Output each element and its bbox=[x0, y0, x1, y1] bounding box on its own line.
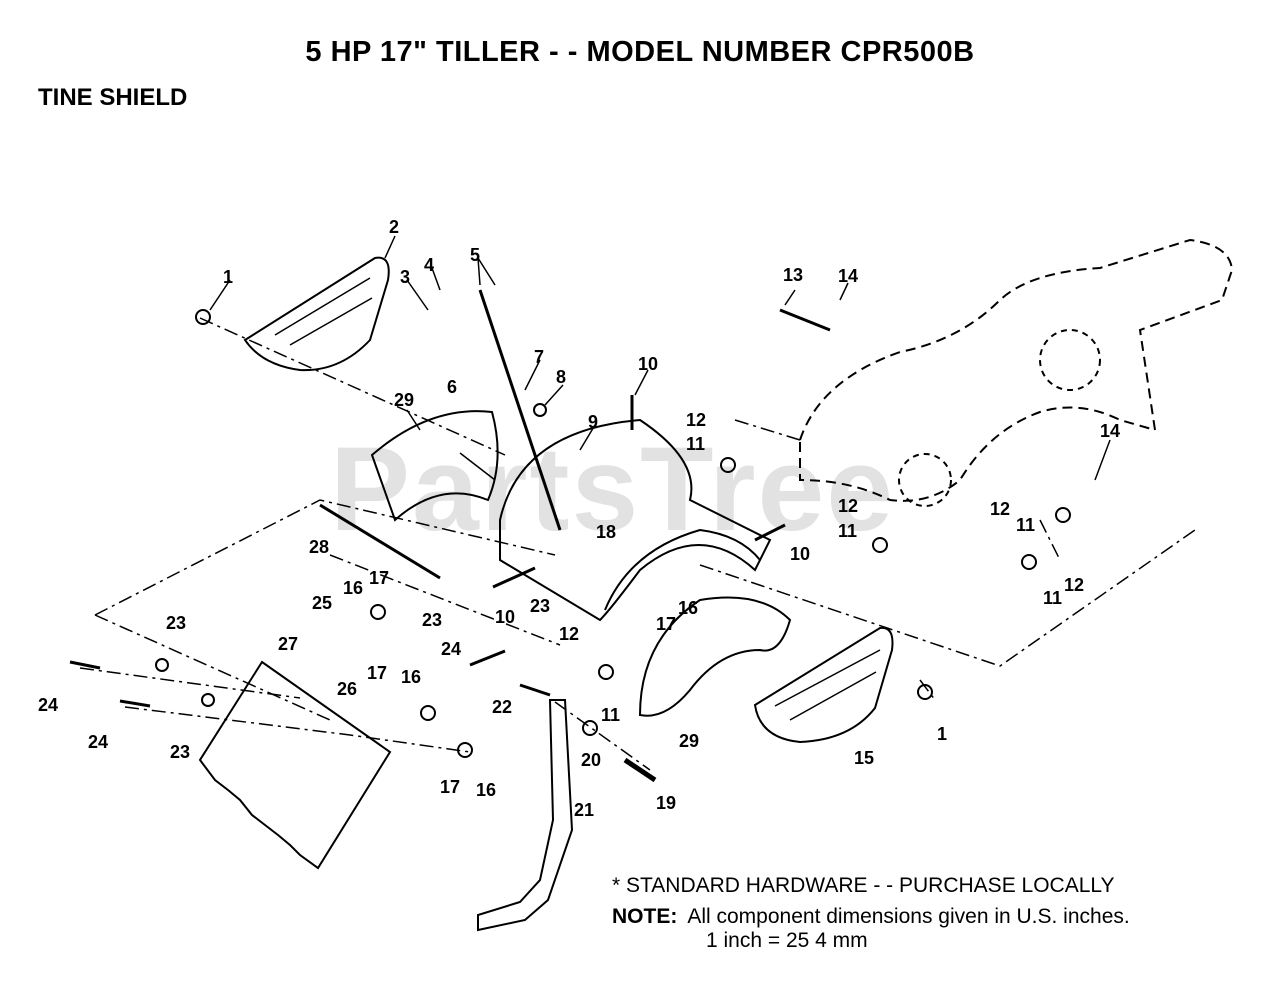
callout-7: 7 bbox=[534, 347, 544, 367]
flap-left bbox=[370, 410, 499, 522]
callout-15: 15 bbox=[854, 748, 874, 768]
callout-21: 21 bbox=[574, 800, 594, 820]
callout-11e: 11 bbox=[601, 705, 620, 725]
standard-hardware-note: * STANDARD HARDWARE - - PURCHASE LOCALLY bbox=[612, 874, 1115, 897]
callout-9: 9 bbox=[588, 412, 598, 432]
callout-12c: 12 bbox=[990, 499, 1010, 519]
note-text: All component dimensions given in U.S. i… bbox=[687, 905, 1130, 928]
callout-10a: 10 bbox=[638, 354, 658, 374]
callout-10c: 10 bbox=[495, 607, 515, 627]
callout-12d: 12 bbox=[1064, 575, 1084, 595]
callout-16a: 16 bbox=[343, 578, 363, 598]
callout-11d: 11 bbox=[1043, 588, 1062, 608]
callout-24a: 24 bbox=[38, 695, 58, 715]
callout-18: 18 bbox=[596, 522, 616, 542]
dimension-note: NOTE: All component dimensions given in U… bbox=[612, 905, 1130, 929]
callout-19: 19 bbox=[656, 793, 676, 813]
callout-25: 25 bbox=[312, 593, 332, 613]
callout-17a: 17 bbox=[369, 568, 389, 588]
flap-right bbox=[638, 596, 792, 717]
callout-28: 28 bbox=[309, 537, 329, 557]
callout-12b: 12 bbox=[838, 496, 858, 516]
callout-23d: 23 bbox=[170, 742, 190, 762]
page-title: 5 HP 17" TILLER - - MODEL NUMBER CPR500B bbox=[305, 36, 975, 68]
callout-26: 26 bbox=[337, 679, 357, 699]
callout-4: 4 bbox=[424, 255, 434, 275]
callout-2: 2 bbox=[389, 217, 399, 237]
callout-3: 3 bbox=[400, 267, 410, 287]
lift-rod bbox=[478, 289, 562, 531]
callout-14b: 14 bbox=[1100, 421, 1120, 441]
callout-12a: 12 bbox=[686, 410, 706, 430]
callout-23b: 23 bbox=[422, 610, 442, 630]
callout-1a: 1 bbox=[223, 267, 233, 287]
callout-17b: 17 bbox=[656, 614, 676, 634]
callout-16b: 16 bbox=[678, 598, 698, 618]
callout-29a: 29 bbox=[394, 390, 414, 410]
conversion-note: 1 inch = 25 4 mm bbox=[706, 929, 868, 952]
section-title: TINE SHIELD bbox=[38, 84, 188, 111]
callout-23a: 23 bbox=[166, 613, 186, 633]
callout-17d: 17 bbox=[440, 777, 460, 797]
callout-22: 22 bbox=[492, 697, 512, 717]
note-label: NOTE: bbox=[612, 905, 678, 928]
callout-11b: 11 bbox=[838, 521, 857, 541]
callout-24c: 24 bbox=[441, 639, 461, 659]
depth-stake bbox=[477, 699, 574, 932]
callout-20: 20 bbox=[581, 750, 601, 770]
callout-24b: 24 bbox=[88, 732, 108, 752]
callout-11c: 11 bbox=[1016, 515, 1035, 535]
callout-23c: 23 bbox=[530, 596, 550, 616]
callout-16d: 16 bbox=[476, 780, 496, 800]
callout-27: 27 bbox=[278, 634, 298, 654]
callout-12e: 12 bbox=[559, 624, 579, 644]
axle-rod-28 bbox=[319, 503, 441, 580]
callout-10b: 10 bbox=[790, 544, 810, 564]
tiller-body bbox=[799, 238, 1234, 502]
callout-14a: 14 bbox=[838, 266, 858, 286]
main-tine-shield bbox=[499, 418, 772, 622]
callout-16c: 16 bbox=[401, 667, 421, 687]
callout-8: 8 bbox=[556, 367, 566, 387]
side-shield-right bbox=[753, 626, 894, 744]
callout-13: 13 bbox=[783, 265, 803, 285]
side-shield-left bbox=[243, 256, 390, 372]
callout-17c: 17 bbox=[367, 663, 387, 683]
callout-11a: 11 bbox=[686, 434, 705, 454]
callout-6: 6 bbox=[447, 377, 457, 397]
callout-1b: 1 bbox=[937, 724, 947, 744]
callout-29b: 29 bbox=[679, 731, 699, 751]
rear-deflector bbox=[198, 660, 392, 870]
callout-5: 5 bbox=[470, 245, 480, 265]
